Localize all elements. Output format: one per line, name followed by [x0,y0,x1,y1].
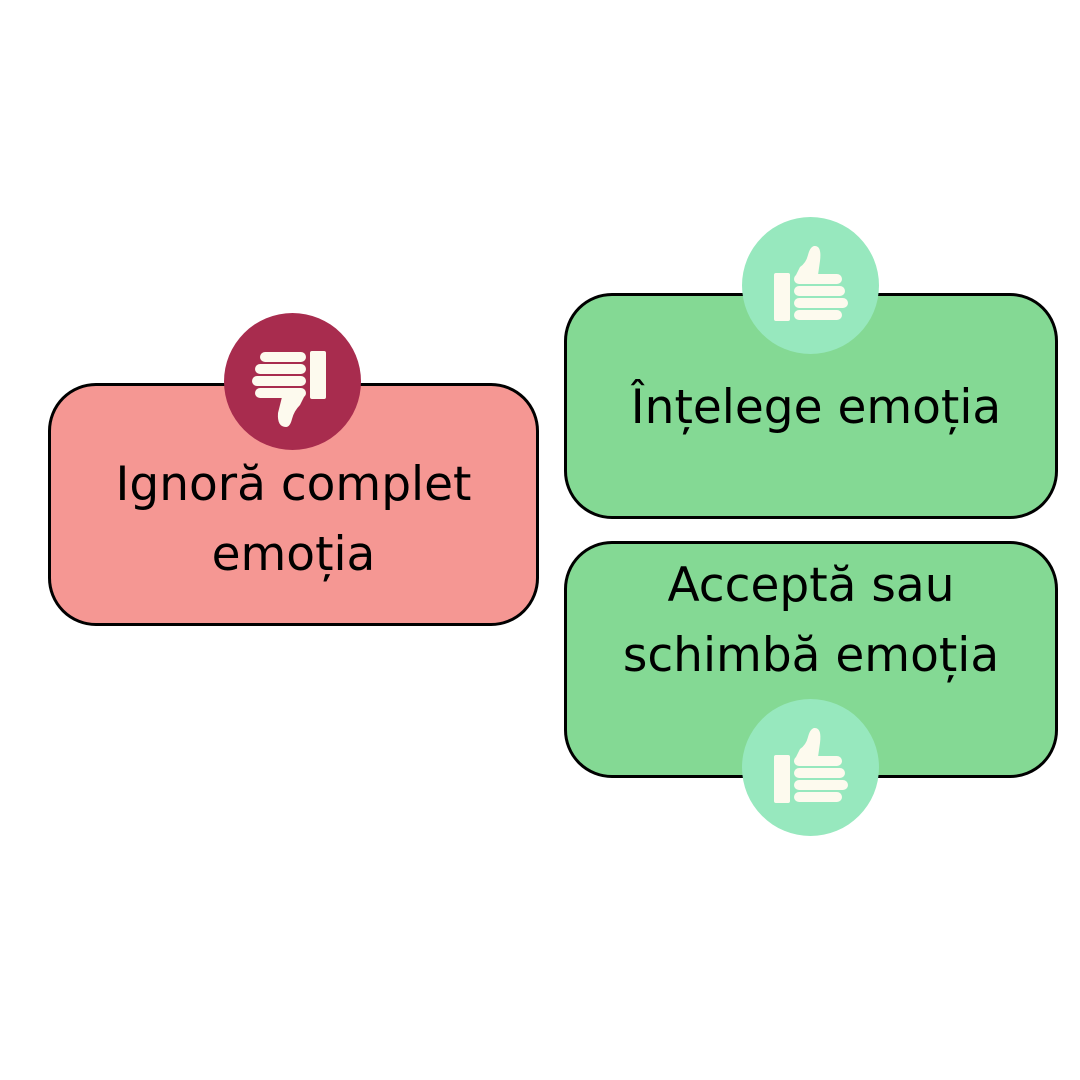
positive-badge [742,699,879,836]
accept-emotion-card: Acceptă sau schimbă emoția [564,541,1058,778]
accept-emotion-label: Acceptă sau schimbă emoția [622,557,1000,683]
thumbs-up-icon [774,727,848,803]
negative-badge [224,313,361,450]
positive-badge [742,217,879,354]
thumbs-up-icon [774,245,848,321]
thumbs-down-icon [252,351,326,427]
ignore-emotion-label: Ignoră complet emoția [115,456,472,582]
understand-emotion-label: Înțelege emoția [630,380,1002,435]
